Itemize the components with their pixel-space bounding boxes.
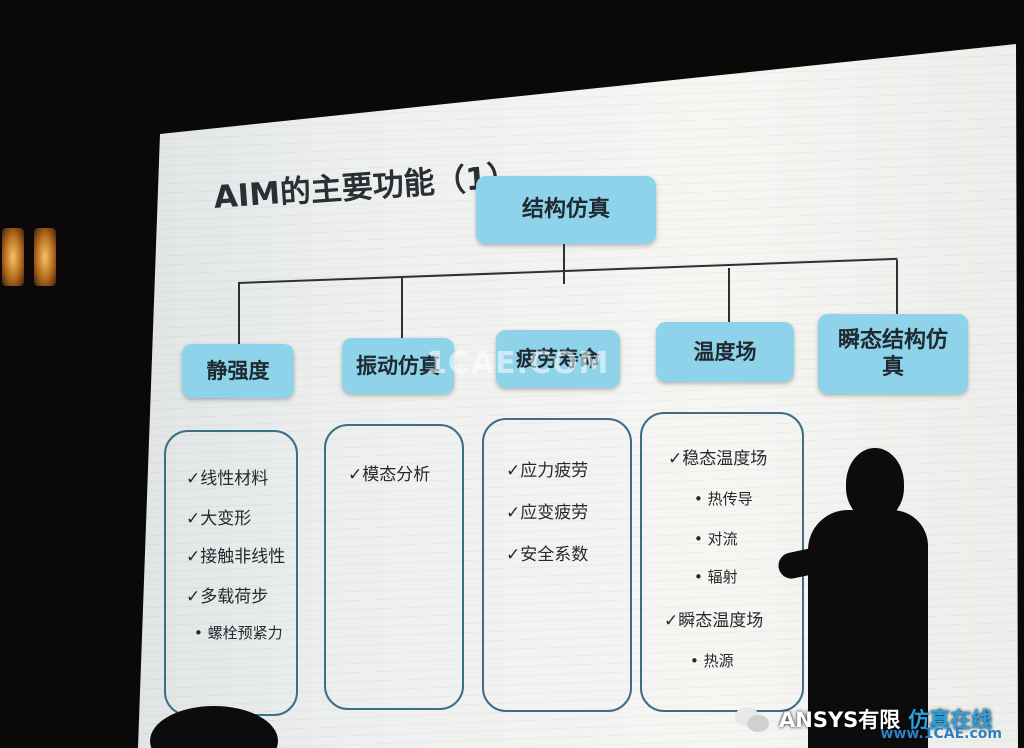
presenter-head bbox=[846, 448, 904, 520]
slide-title: AIM的主要功能（1） bbox=[212, 158, 520, 216]
root-connector bbox=[563, 244, 565, 284]
item-transient-thermal: ✓瞬态温度场 bbox=[664, 611, 764, 631]
horizontal-connector bbox=[237, 257, 898, 284]
footer-branding: ANSYS有限 仿真在线 bbox=[735, 704, 992, 734]
wechat-icon bbox=[735, 705, 771, 733]
category-vibration: 振动仿真 bbox=[342, 338, 454, 394]
wall-lamp bbox=[2, 228, 24, 286]
item-linear-material: ✓线性材料 bbox=[186, 469, 269, 489]
root-box: 结构仿真 bbox=[476, 176, 656, 244]
item-heat-conduction: • 热传导 bbox=[694, 490, 753, 508]
branch-connector bbox=[238, 282, 240, 346]
item-radiation: • 辐射 bbox=[694, 568, 738, 586]
item-steady-thermal: ✓稳态温度场 bbox=[668, 449, 768, 469]
item-stress-fatigue: ✓应力疲劳 bbox=[506, 461, 589, 481]
category-transient-structural: 瞬态结构仿真 bbox=[818, 314, 968, 394]
brand-accent-text: 仿真在线 bbox=[908, 708, 993, 732]
branch-connector bbox=[401, 278, 403, 342]
brand-name: ANSYS有限 bbox=[779, 708, 901, 732]
branch-connector bbox=[728, 268, 730, 324]
item-modal-analysis: ✓模态分析 bbox=[348, 465, 431, 485]
item-convection: • 对流 bbox=[694, 530, 738, 548]
item-large-deformation: ✓大变形 bbox=[186, 509, 252, 529]
panel-vibration bbox=[324, 424, 464, 710]
panel-fatigue-life bbox=[482, 418, 632, 712]
item-strain-fatigue: ✓应变疲劳 bbox=[506, 503, 589, 523]
watermark: 1CAE.COM bbox=[426, 346, 610, 381]
branch-connector bbox=[896, 260, 898, 320]
item-multi-load-step: ✓多载荷步 bbox=[186, 587, 269, 607]
site-url: www.1CAE.com bbox=[880, 726, 1002, 742]
category-static-strength: 静强度 bbox=[182, 344, 294, 398]
wall-lamp bbox=[34, 228, 56, 286]
item-safety-factor: ✓安全系数 bbox=[506, 545, 589, 565]
item-contact-nonlinear: ✓接触非线性 bbox=[186, 547, 286, 567]
category-fatigue-life: 疲劳寿命 bbox=[496, 330, 620, 388]
item-heat-source: • 热源 bbox=[690, 652, 734, 670]
category-temperature-field: 温度场 bbox=[656, 322, 794, 382]
item-bolt-pretension: • 螺栓预紧力 bbox=[194, 624, 283, 642]
